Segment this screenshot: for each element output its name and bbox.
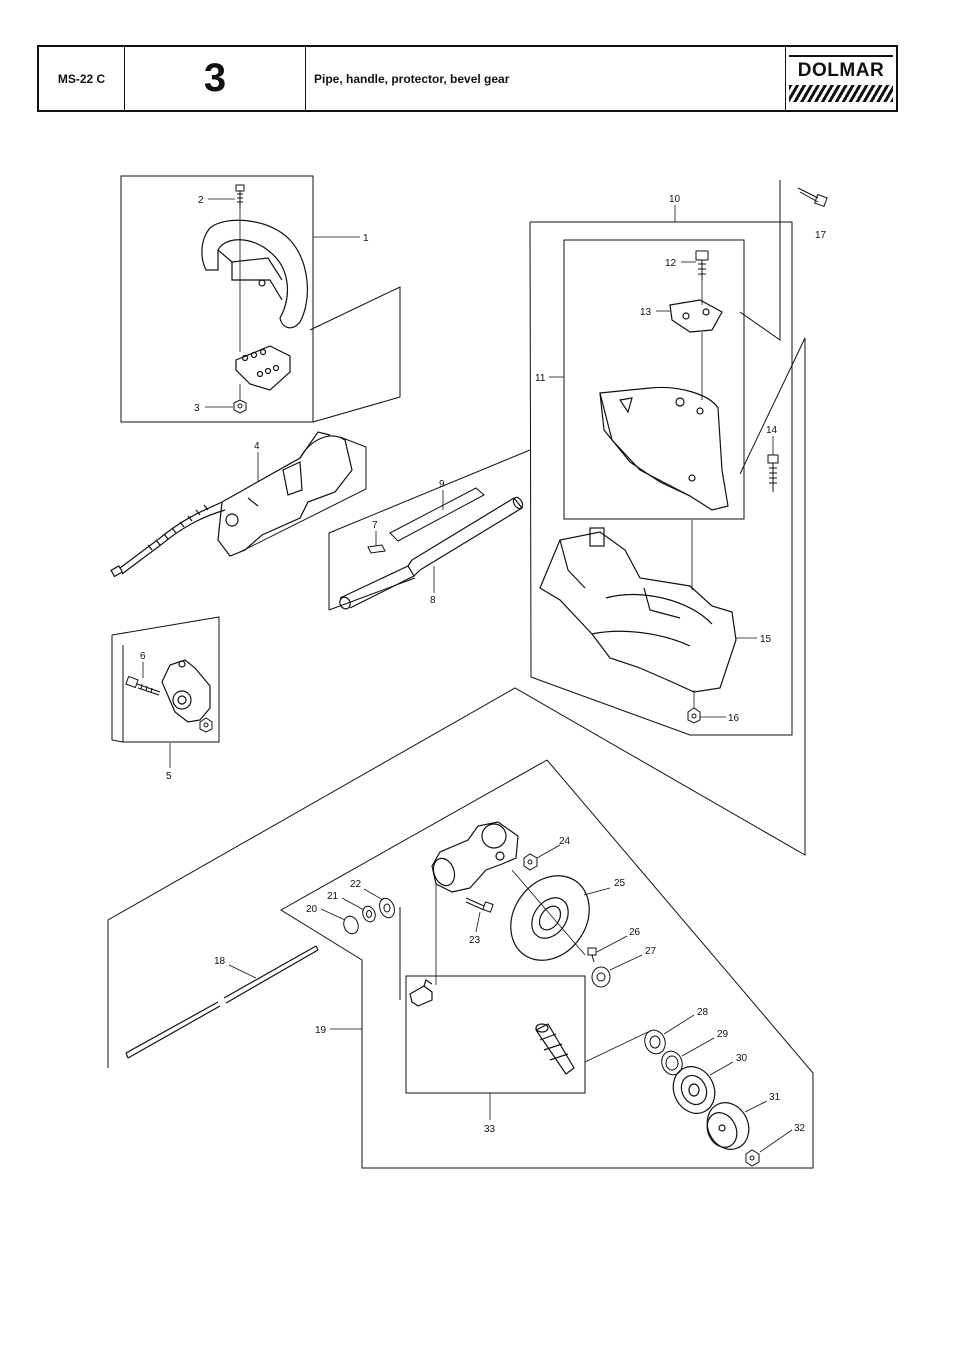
part-12-bolt <box>695 250 709 280</box>
callout-29: 29 <box>717 1029 729 1040</box>
callout-11: 11 <box>535 373 546 384</box>
part-33-spindle <box>535 1023 575 1075</box>
part-16-nut <box>687 707 701 724</box>
callout-12: 12 <box>665 258 677 269</box>
callout-labels: 2 1 3 4 6 5 7 8 9 10 11 12 13 14 15 16 1… <box>140 194 827 1135</box>
part-13-plate <box>669 299 723 333</box>
part-17-bolt <box>797 187 828 208</box>
part-4-throttle-handle <box>110 431 353 578</box>
logo-hatch <box>789 85 893 102</box>
callout-16: 16 <box>728 713 740 724</box>
callout-5: 5 <box>166 771 172 782</box>
callout-22: 22 <box>350 879 362 890</box>
part-28-bushing <box>644 1029 666 1055</box>
part-30-holder <box>672 1066 716 1114</box>
callout-25: 25 <box>614 878 626 889</box>
logo-rule <box>789 55 893 57</box>
section-number: 3 <box>125 47 306 110</box>
callout-13: 13 <box>640 307 652 318</box>
section-title: Pipe, handle, protector, bevel gear <box>306 47 786 110</box>
part-19-gear-case <box>431 821 519 893</box>
callout-7: 7 <box>372 520 378 531</box>
model-code: MS-22 C <box>39 47 125 110</box>
part-1-loop-handle <box>201 219 309 329</box>
part-33-pinion <box>409 979 433 1007</box>
part-32-nut <box>745 1149 760 1167</box>
callout-1: 1 <box>363 233 369 244</box>
callout-30: 30 <box>736 1053 748 1064</box>
part-14-screw <box>767 454 779 492</box>
callout-10: 10 <box>669 194 681 205</box>
callout-24: 24 <box>559 836 571 847</box>
leader-lines <box>142 198 793 1153</box>
callout-3: 3 <box>194 403 200 414</box>
callout-14: 14 <box>766 425 778 436</box>
callout-9: 9 <box>439 479 445 490</box>
part-8-pipe <box>339 496 524 610</box>
part-23-screw <box>465 897 494 913</box>
part-26-screw <box>587 947 597 963</box>
callout-18: 18 <box>214 956 226 967</box>
callout-6: 6 <box>140 651 146 662</box>
callout-27: 27 <box>645 946 657 957</box>
callout-28: 28 <box>697 1007 709 1018</box>
part-18-drive-shaft <box>125 945 319 1059</box>
part-1-clamp <box>235 345 291 391</box>
part-25-cover <box>510 875 590 961</box>
part-31-cup <box>706 1102 750 1150</box>
part-2-screw <box>235 184 245 208</box>
part-29-circlip <box>661 1050 683 1076</box>
part-5-bracket <box>161 659 211 723</box>
part-5-nut <box>199 717 213 733</box>
callout-32: 32 <box>794 1123 806 1134</box>
part-6-bolt <box>125 675 161 696</box>
callout-33: 33 <box>484 1124 496 1135</box>
part-20-circlip <box>343 915 359 935</box>
part-3-nut <box>233 399 247 414</box>
callout-23: 23 <box>469 935 481 946</box>
part-27-bearing <box>591 966 611 988</box>
header-table: MS-22 C 3 Pipe, handle, protector, bevel… <box>37 45 898 112</box>
callout-31: 31 <box>769 1092 781 1103</box>
callout-20: 20 <box>306 904 318 915</box>
callout-4: 4 <box>254 441 260 452</box>
part-7-key <box>367 544 386 554</box>
part-11-inner-guard <box>599 386 729 511</box>
callout-2: 2 <box>198 195 204 206</box>
callout-26: 26 <box>629 927 641 938</box>
callout-21: 21 <box>327 891 339 902</box>
callout-15: 15 <box>760 634 772 645</box>
brand-name: DOLMAR <box>797 60 885 81</box>
frame-lines <box>107 175 814 1169</box>
part-9-strip <box>389 487 485 542</box>
part-21-washer <box>362 905 376 923</box>
part-22-bearing <box>379 897 395 919</box>
part-15-guard <box>539 527 737 693</box>
part-24-nut <box>523 853 538 871</box>
brand-logo: DOLMAR <box>786 47 896 110</box>
callout-19: 19 <box>315 1025 327 1036</box>
callout-8: 8 <box>430 595 436 606</box>
callout-17: 17 <box>815 230 827 241</box>
